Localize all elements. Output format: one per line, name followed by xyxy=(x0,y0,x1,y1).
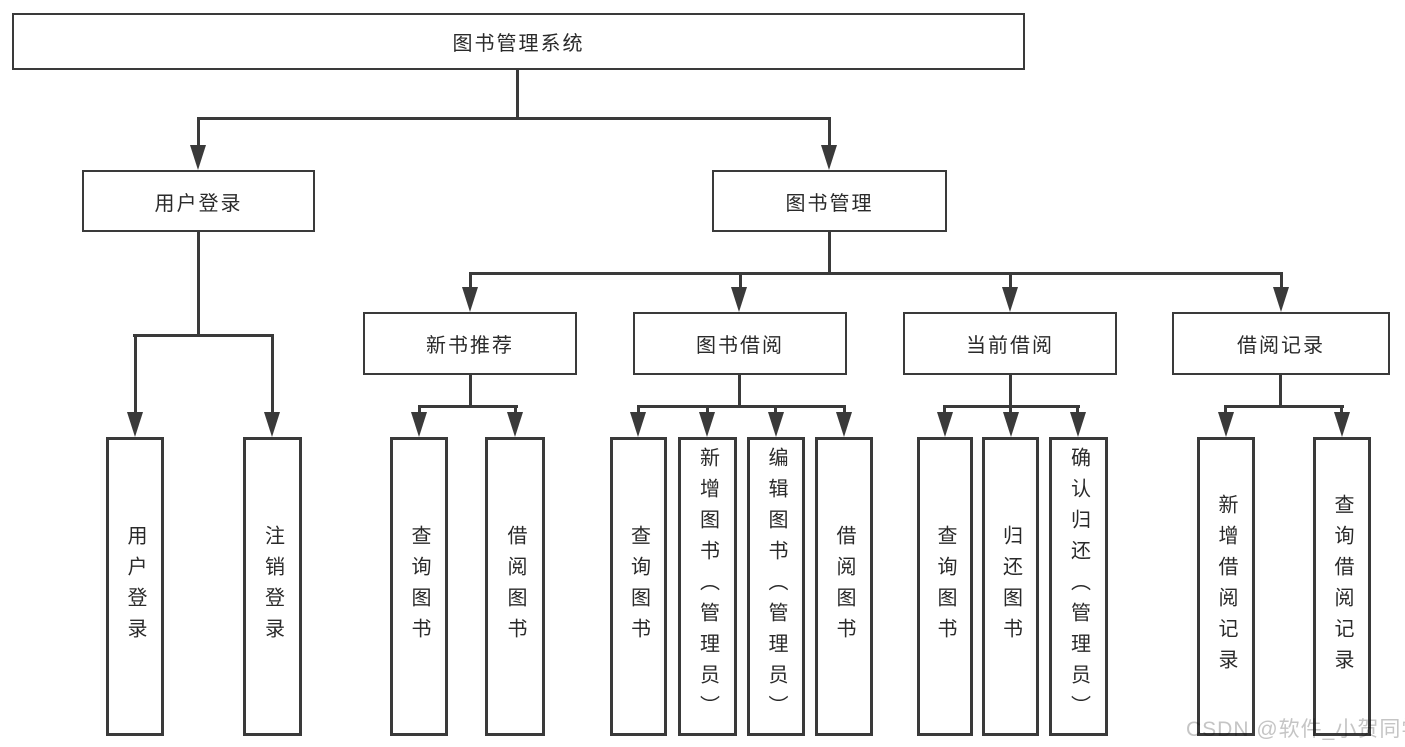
leaf-label: 查询图书 xyxy=(934,524,956,649)
leaf-edit-books-admin: 编辑图书（管理员） xyxy=(747,437,805,736)
connector-line xyxy=(134,334,137,418)
arrowhead-down-icon xyxy=(507,412,523,437)
connector-line xyxy=(197,117,831,120)
connector-line xyxy=(843,405,846,417)
arrowhead-down-icon xyxy=(1218,412,1234,437)
connector-line xyxy=(1280,272,1283,292)
arrowhead-down-icon xyxy=(768,412,784,437)
connector-line xyxy=(637,405,846,408)
connector-line xyxy=(1009,405,1012,417)
connector-line xyxy=(1279,375,1282,408)
leaf-query-books-current: 查询图书 xyxy=(917,437,973,736)
node-label: 图书管理系统 xyxy=(452,33,585,55)
connector-line xyxy=(197,232,200,337)
leaf-label: 新增图书（管理员） xyxy=(696,447,719,726)
connector-line xyxy=(828,117,831,150)
connector-line xyxy=(637,405,640,417)
arrowhead-down-icon xyxy=(699,412,715,437)
leaf-label: 注销登录 xyxy=(261,524,284,649)
node-label: 新书推荐 xyxy=(426,335,514,357)
leaf-label: 查询图书 xyxy=(408,524,430,649)
arrowhead-down-icon xyxy=(630,412,646,437)
leaf-label: 查询图书 xyxy=(627,524,650,649)
connector-line xyxy=(706,405,709,417)
arrowhead-down-icon xyxy=(1002,287,1018,312)
arrowhead-down-icon xyxy=(411,412,427,437)
connector-line xyxy=(197,117,200,150)
connector-line xyxy=(469,375,472,408)
node-book-borrow: 图书借阅 xyxy=(633,312,847,375)
arrowhead-down-icon xyxy=(1273,287,1289,312)
connector-line xyxy=(516,70,519,120)
leaf-label: 借阅图书 xyxy=(833,524,855,649)
arrowhead-down-icon xyxy=(836,412,852,437)
leaf-label: 归还图书 xyxy=(999,524,1022,649)
node-label: 图书管理 xyxy=(785,192,874,215)
leaf-logout: 注销登录 xyxy=(243,437,302,736)
arrowhead-down-icon xyxy=(462,287,478,312)
csdn-watermark: CSDN @软件_小贺同学 xyxy=(1186,718,1405,741)
node-label: 用户登录 xyxy=(154,192,243,215)
node-user-login: 用户登录 xyxy=(82,170,315,232)
leaf-borrow-books: 借阅图书 xyxy=(815,437,873,736)
connector-line xyxy=(1340,405,1343,417)
leaf-borrow-books-recommend: 借阅图书 xyxy=(485,437,545,736)
connector-line xyxy=(774,405,777,417)
node-label: 当前借阅 xyxy=(966,335,1054,357)
arrowhead-down-icon xyxy=(190,145,206,170)
node-label: 借阅记录 xyxy=(1237,335,1325,357)
connector-line xyxy=(1224,405,1227,417)
arrowhead-down-icon xyxy=(937,412,953,437)
leaf-query-borrow-record: 查询借阅记录 xyxy=(1313,437,1371,736)
node-borrow-records: 借阅记录 xyxy=(1172,312,1390,375)
connector-line xyxy=(739,272,742,292)
connector-line xyxy=(1009,272,1012,292)
leaf-return-books: 归还图书 xyxy=(982,437,1039,736)
node-new-book-recommend: 新书推荐 xyxy=(363,312,577,375)
leaf-label: 借阅图书 xyxy=(504,524,526,649)
arrowhead-down-icon xyxy=(1070,412,1086,437)
connector-line xyxy=(469,272,472,292)
node-library-management-system: 图书管理系统 xyxy=(12,13,1025,70)
leaf-confirm-return-admin: 确认归还（管理员） xyxy=(1049,437,1108,736)
connector-line xyxy=(418,405,518,408)
connector-line xyxy=(1076,405,1079,417)
connector-line xyxy=(1224,405,1344,408)
arrowhead-down-icon xyxy=(1003,412,1019,437)
leaf-label: 确认归还（管理员） xyxy=(1067,447,1090,726)
connector-line xyxy=(943,405,946,417)
connector-line xyxy=(828,232,831,275)
arrowhead-down-icon xyxy=(1334,412,1350,437)
leaf-label: 用户登录 xyxy=(124,524,146,649)
connector-line xyxy=(738,375,741,408)
arrowhead-down-icon xyxy=(821,145,837,170)
leaf-add-borrow-record: 新增借阅记录 xyxy=(1197,437,1255,736)
connector-line xyxy=(1009,375,1012,408)
connector-line xyxy=(469,272,1283,275)
arrowhead-down-icon xyxy=(264,412,280,437)
connector-line xyxy=(133,334,274,337)
leaf-query-books-recommend: 查询图书 xyxy=(390,437,448,736)
leaf-query-books-borrow: 查询图书 xyxy=(610,437,667,736)
connector-line xyxy=(271,334,274,418)
leaf-label: 编辑图书（管理员） xyxy=(765,447,787,726)
arrowhead-down-icon xyxy=(731,287,747,312)
connector-line xyxy=(514,405,517,417)
arrowhead-down-icon xyxy=(127,412,143,437)
leaf-user-login: 用户登录 xyxy=(106,437,164,736)
leaf-label: 查询借阅记录 xyxy=(1331,493,1353,680)
leaf-add-books-admin: 新增图书（管理员） xyxy=(678,437,737,736)
connector-line xyxy=(418,405,421,417)
node-current-borrow: 当前借阅 xyxy=(903,312,1117,375)
node-book-management: 图书管理 xyxy=(712,170,947,232)
leaf-label: 新增借阅记录 xyxy=(1215,493,1237,680)
node-label: 图书借阅 xyxy=(696,335,784,357)
